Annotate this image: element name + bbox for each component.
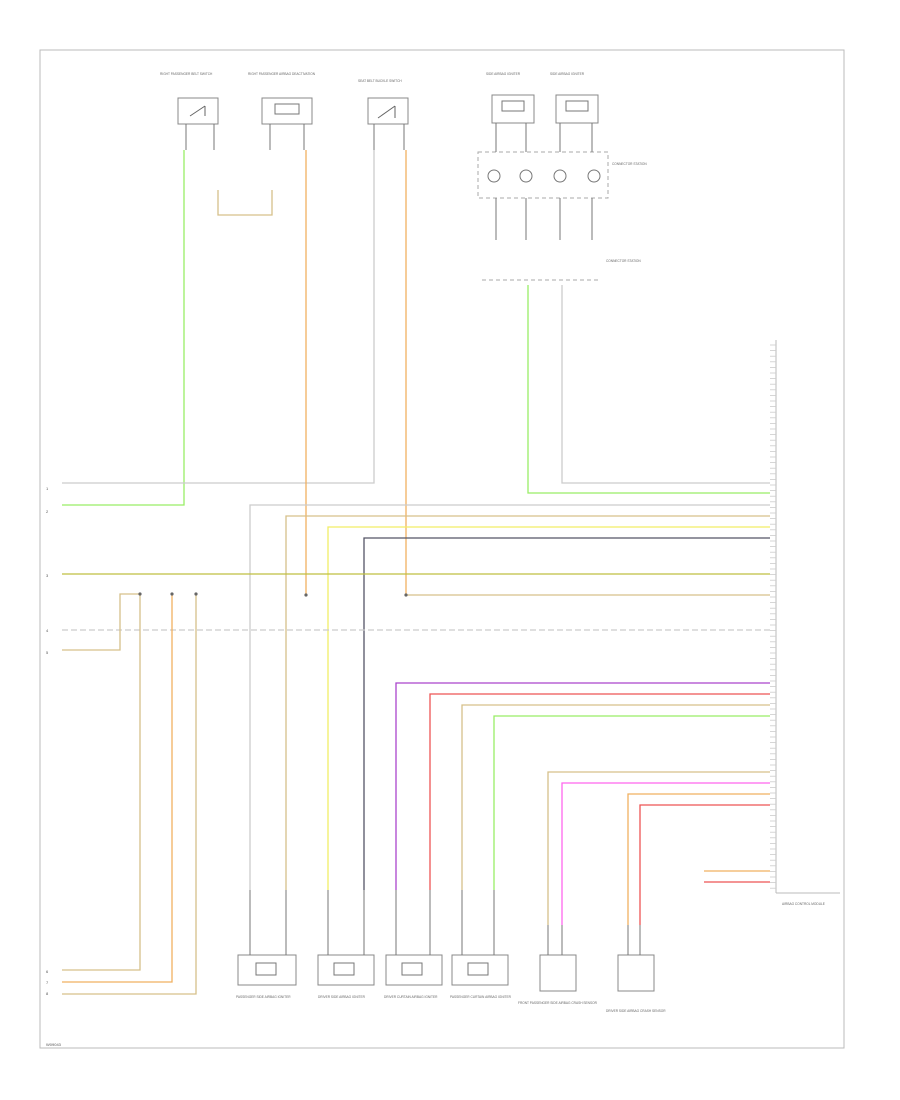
wire-tan-1: [285, 515, 770, 890]
wire-tan-4: [547, 771, 770, 925]
acm-label: AIRBAG CONTROL MODULE: [782, 902, 825, 906]
bottom-component-1: PASSENGER SIDE AIRBAG IGNITER: [236, 954, 297, 999]
bottom-component-6: DRIVER SIDE AIRBAG CRASH SENSOR: [606, 954, 666, 1013]
seatbelt-buckle-switch: SEAT BELT BUCKLE SWITCH: [358, 79, 409, 125]
frame-label-4: 4: [46, 628, 49, 633]
wire-orange-left: [62, 594, 173, 983]
bottom-component-2: DRIVER SIDE AIRBAG IGNITER: [317, 954, 375, 999]
frame-label-7: 7: [46, 980, 49, 985]
frame-label-3: 3: [46, 573, 49, 578]
page-frame: [39, 49, 845, 1049]
connector-station-label: CONNECTOR STATION: [606, 259, 641, 263]
acm-pin-ticks: [770, 344, 776, 889]
bottom-component-1-label: PASSENGER SIDE AIRBAG IGNITER: [236, 995, 291, 999]
bottom-component-3: DRIVER CURTAIN AIRBAG IGNITER: [384, 954, 443, 999]
bottom-component-2-label: DRIVER SIDE AIRBAG IGNITER: [318, 995, 366, 999]
rear-airbag-right-label: SIDE AIRBAG IGNITER: [550, 72, 585, 76]
bottom-connectors: [249, 890, 641, 955]
wire-tan-3: [461, 704, 770, 890]
connector-block: CONNECTOR STATION: [477, 151, 647, 199]
front-pass-seatbelt-switch-label: RIGHT PASSENGER BELT SWITCH: [160, 72, 213, 76]
wire-darkgray-1: [363, 537, 770, 890]
wire-green-1: [62, 150, 185, 506]
wire-orange-3: [627, 793, 770, 925]
wire-purple: [395, 682, 770, 890]
wire-gray-1: [249, 504, 770, 890]
wire-tan-left-2: [62, 594, 197, 995]
bottom-component-5-label: FRONT PASSENGER SIDE AIRBAG CRASH SENSOR: [518, 1001, 598, 1005]
frame-label-6: 6: [46, 969, 49, 974]
frame-label-2: 2: [46, 509, 49, 514]
front-pass-seatbelt-switch: RIGHT PASSENGER BELT SWITCH: [160, 72, 219, 125]
wire-pink: [561, 782, 770, 925]
pass-airbag-off-indicator: RIGHT PASSENGER AIRBAG DEACTIVATION: [248, 72, 316, 125]
rear-airbag-right: SIDE AIRBAG IGNITER: [550, 72, 599, 124]
rear-airbag-left: SIDE AIRBAG IGNITER: [486, 72, 535, 124]
airbag-control-module: AIRBAG CONTROL MODULE: [770, 340, 840, 906]
wire-red-2: [639, 804, 770, 925]
frame-label-8: 8: [46, 991, 49, 996]
rear-airbag-left-label: SIDE AIRBAG IGNITER: [486, 72, 521, 76]
wire-group: [62, 150, 770, 995]
splice-dots: [138, 592, 408, 597]
seatbelt-buckle-switch-label: SEAT BELT BUCKLE SWITCH: [358, 79, 402, 83]
wire-yellow-1: [327, 526, 770, 890]
bottom-component-6-label: DRIVER SIDE AIRBAG CRASH SENSOR: [606, 1009, 666, 1013]
pass-airbag-off-label: RIGHT PASSENGER AIRBAG DEACTIVATION: [248, 72, 316, 76]
wire-white-1: [62, 150, 375, 484]
bottom-component-4: PASSENGER CURTAIN AIRBAG IGNITER: [450, 954, 512, 999]
frame-label-1: 1: [46, 486, 49, 491]
wire-white-2: [561, 285, 770, 484]
figure-code: W09043: [46, 1042, 62, 1047]
wire-green-3: [493, 715, 770, 890]
bottom-component-5: FRONT PASSENGER SIDE AIRBAG CRASH SENSOR: [518, 954, 598, 1005]
wire-red-1: [429, 693, 770, 890]
wire-tan-jumper: [217, 190, 273, 216]
frame-label-5: 5: [46, 650, 49, 655]
connector-station: CONNECTOR STATION: [482, 259, 641, 281]
bottom-component-3-label: DRIVER CURTAIN AIRBAG IGNITER: [384, 995, 438, 999]
bottom-component-4-label: PASSENGER CURTAIN AIRBAG IGNITER: [450, 995, 512, 999]
wire-tan-left-1: [62, 593, 141, 971]
wire-green-2: [527, 285, 770, 494]
connector-block-label: CONNECTOR STATION: [612, 162, 647, 166]
top-connectors: [185, 123, 593, 240]
